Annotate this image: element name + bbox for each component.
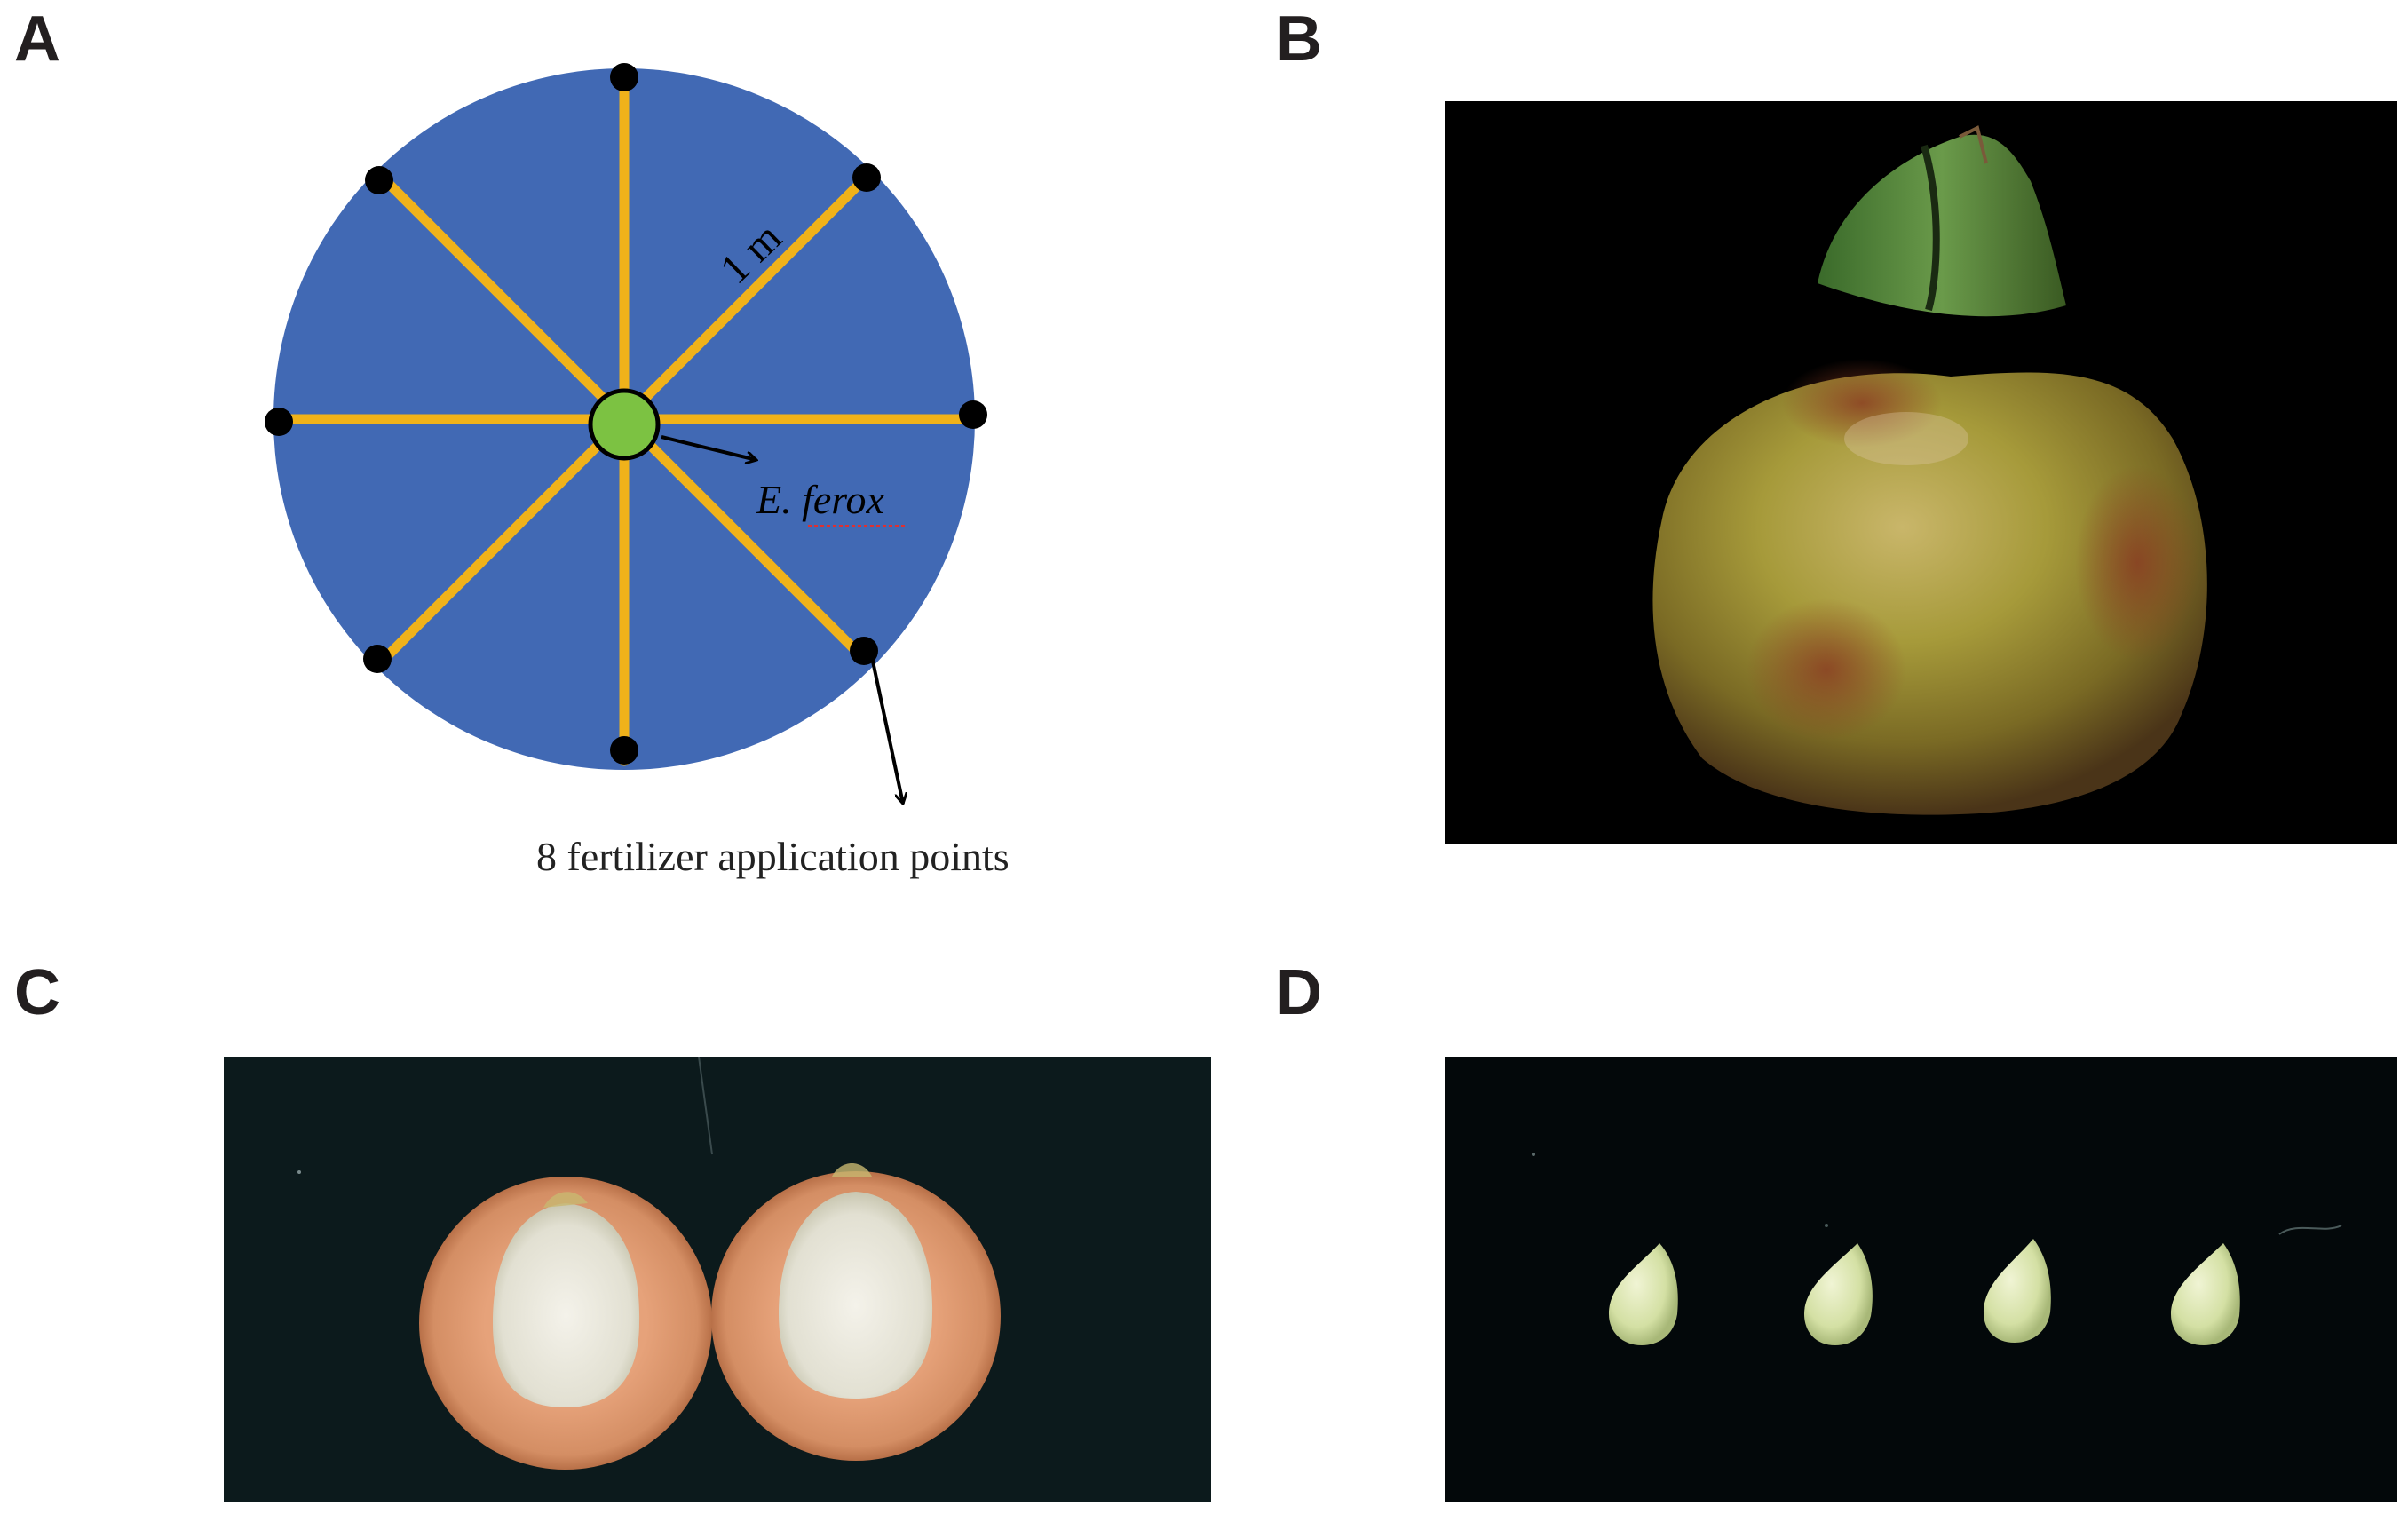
application-point: [852, 163, 881, 192]
species-arrow: [661, 435, 756, 460]
application-point: [265, 408, 293, 436]
application-point: [610, 736, 638, 765]
fertilizer-layout-diagram: 1 m E. ferox 8 fertilizer application po…: [265, 63, 1010, 879]
application-point: [610, 63, 638, 91]
species-label: E. ferox: [756, 477, 884, 522]
panel-label-c: C: [14, 957, 60, 1028]
points-arrow: [870, 656, 903, 804]
fruit-photo: [1445, 101, 2397, 844]
panel-label-a: A: [14, 4, 60, 75]
seed-cross-section-photo: [224, 1057, 1211, 1502]
spokes: [277, 72, 971, 766]
application-point: [363, 645, 392, 673]
points-label: 8 fertilizer application points: [536, 834, 1010, 879]
application-point: [365, 166, 393, 194]
panel-label-b: B: [1276, 4, 1322, 75]
application-point: [959, 400, 987, 429]
kernels-photo: [1445, 1057, 2397, 1502]
application-points: [265, 63, 987, 765]
panel-label-d: D: [1276, 957, 1322, 1028]
plant-center: [588, 388, 661, 461]
